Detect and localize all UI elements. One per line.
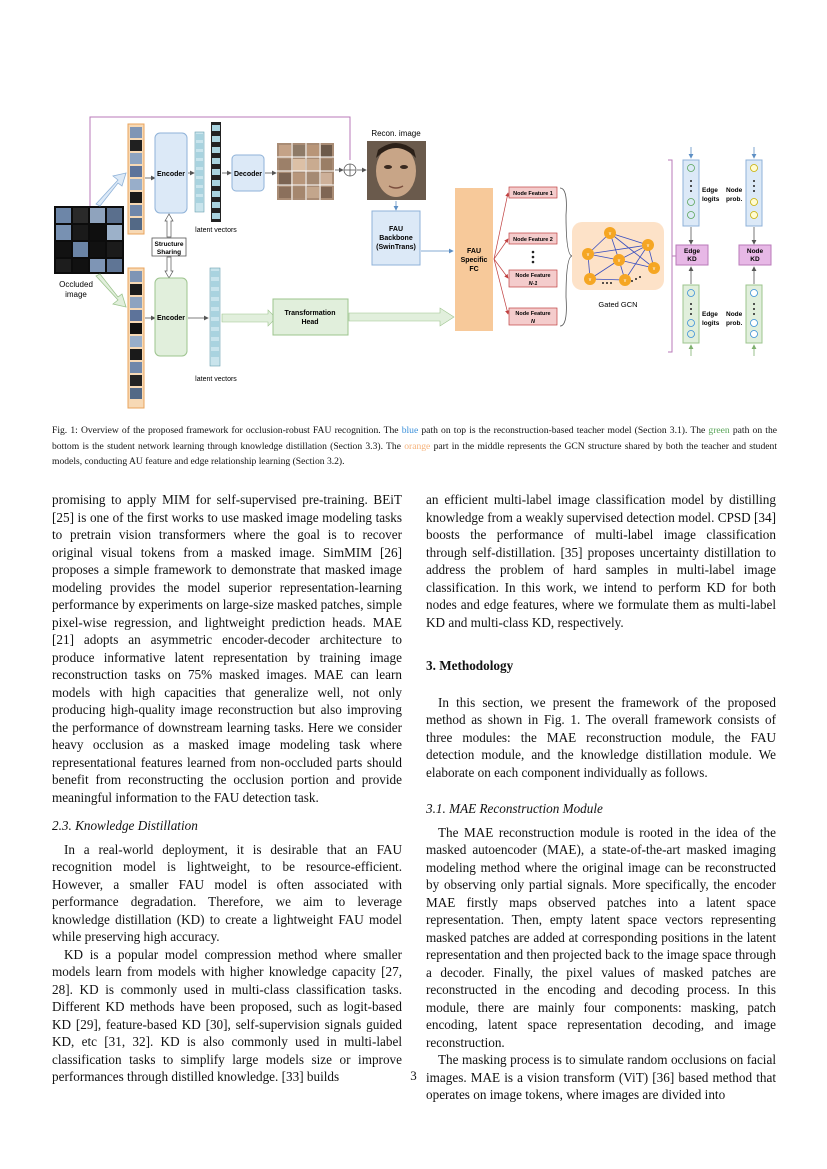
left-column: promising to apply MIM for self-supervis… xyxy=(52,491,402,1086)
node-feature-1 xyxy=(508,186,558,199)
node-feature-2-label: Node Feature 2 xyxy=(513,237,553,243)
student-encoder xyxy=(154,277,188,357)
transformation-label-2: Head xyxy=(301,319,318,326)
caption-part-1: Fig. 1: Overview of the proposed framewo… xyxy=(52,425,402,436)
left-paragraph-2: In a real-world deployment, it is desira… xyxy=(52,841,402,945)
fc-label-3: FC xyxy=(469,266,478,273)
student-input-arrow xyxy=(95,273,127,308)
teacher-node-prob xyxy=(745,159,763,227)
student-encoder-label: Encoder xyxy=(157,315,185,322)
node-feature-n-1-label-b: N-1 xyxy=(529,281,538,287)
teacher-latent-vectors xyxy=(194,122,221,222)
student-edge-logits-label-2: logits xyxy=(702,320,720,327)
caption-orange-word: orange xyxy=(404,440,431,452)
knowledge-distillation-heading: 2.3. Knowledge Distillation xyxy=(52,818,198,833)
recon-image-label: Recon. image xyxy=(371,129,421,138)
backbone-label-2: Backbone xyxy=(379,235,413,242)
student-node-prob-label-1: Node xyxy=(726,311,743,318)
teacher-encoder xyxy=(154,132,188,214)
backbone-label-1: FAU xyxy=(389,226,403,233)
page-number: 3 xyxy=(410,1068,417,1083)
node-kd-label-2: KD xyxy=(750,256,760,263)
caption-green-word: green xyxy=(708,425,730,436)
node-kd xyxy=(738,244,772,266)
svg-text:v: v xyxy=(587,252,590,258)
right-paragraph-1: an efficient multi-label image classific… xyxy=(426,492,776,630)
caption-blue-word: blue xyxy=(401,425,419,436)
structure-sharing xyxy=(151,237,187,257)
student-node-prob-label-2: prob. xyxy=(726,320,742,327)
student-patch-strip xyxy=(127,267,145,409)
node-feature-n-label-a: Node Feature xyxy=(515,311,550,317)
node-feature-n-label-b: N xyxy=(531,319,536,325)
teacher-node-prob-label-1: Node xyxy=(726,187,743,194)
svg-text:v: v xyxy=(624,278,627,284)
teacher-edge-logits-label-2: logits xyxy=(702,196,720,203)
decoder-label: Decoder xyxy=(234,171,262,178)
fau-backbone xyxy=(371,210,421,266)
fau-specific-fc xyxy=(455,188,493,331)
student-edge-logits-label-1: Edge xyxy=(702,311,718,318)
gated-gcn: v v v v v v v xyxy=(572,222,664,290)
fc-label-2: Specific xyxy=(461,257,488,264)
reconstructed-patches xyxy=(277,143,334,200)
edge-kd-label-2: KD xyxy=(687,256,697,263)
reconstructed-image xyxy=(367,141,426,200)
svg-text:v: v xyxy=(653,266,656,272)
caption-part-4: part in the middle represents the GCN st… xyxy=(52,440,777,468)
caption-part-3: path on the bottom is the student networ… xyxy=(52,425,777,452)
structure-label-2: Sharing xyxy=(157,249,181,256)
gcn-label: Gated GCN xyxy=(598,300,637,309)
teacher-encoder-label: Encoder xyxy=(157,171,185,178)
right-paragraph-2: In this section, we present the framewor… xyxy=(426,694,776,780)
caption-part-2: path on top is the reconstruction-based … xyxy=(418,425,709,436)
teacher-edge-logits xyxy=(682,159,700,227)
left-paragraph-1: promising to apply MIM for self-supervis… xyxy=(52,492,402,805)
node-feature-n xyxy=(508,307,558,326)
transformation-label-1: Transformation xyxy=(285,310,336,317)
methodology-heading: 3. Methodology xyxy=(426,658,514,673)
occluded-label-1: Occluded xyxy=(59,280,93,289)
reconstruction-loss-line xyxy=(89,116,351,208)
right-paragraph-4: The masking process is to simulate rando… xyxy=(426,1052,776,1102)
svg-text:v: v xyxy=(589,277,592,283)
svg-text:v: v xyxy=(647,243,650,249)
svg-text:v: v xyxy=(618,258,621,264)
edge-kd-label-1: Edge xyxy=(684,248,700,255)
occluded-label-2: image xyxy=(65,290,87,299)
backbone-label-3: (SwinTrans) xyxy=(376,244,416,251)
brace xyxy=(559,187,573,327)
figure-caption: Fig. 1: Overview of the proposed framewo… xyxy=(52,423,777,470)
node-kd-label-1: Node xyxy=(747,248,764,255)
node-feature-n-1-label-a: Node Feature xyxy=(515,273,550,279)
teacher-input-arrow xyxy=(95,172,127,207)
teacher-edge-logits-label-1: Edge xyxy=(702,187,718,194)
mae-module-heading: 3.1. MAE Reconstruction Module xyxy=(426,801,603,816)
fc-label-1: FAU xyxy=(467,248,481,255)
student-latent-vectors xyxy=(209,267,221,367)
framework-figure: Occluded image Encoder xyxy=(54,116,772,409)
occluded-image xyxy=(54,206,124,274)
node-feature-1-label: Node Feature 1 xyxy=(513,191,553,197)
teacher-node-prob-label-2: prob. xyxy=(726,196,742,203)
right-column: an efficient multi-label image classific… xyxy=(426,491,776,1104)
teacher-patch-strip xyxy=(127,123,145,235)
edge-kd xyxy=(675,244,709,266)
node-feature-n-1 xyxy=(508,269,558,288)
right-paragraph-3: The MAE reconstruction module is rooted … xyxy=(426,824,776,1050)
svg-text:v: v xyxy=(609,231,612,237)
student-latent-label: latent vectors xyxy=(195,376,237,383)
node-feature-2 xyxy=(508,232,558,245)
left-paragraph-3: KD is a popular model compression method… xyxy=(52,946,402,1085)
transformation-head xyxy=(272,298,349,336)
structure-label-1: Structure xyxy=(155,241,184,248)
teacher-latent-label: latent vectors xyxy=(195,227,237,234)
decoder xyxy=(231,154,265,192)
